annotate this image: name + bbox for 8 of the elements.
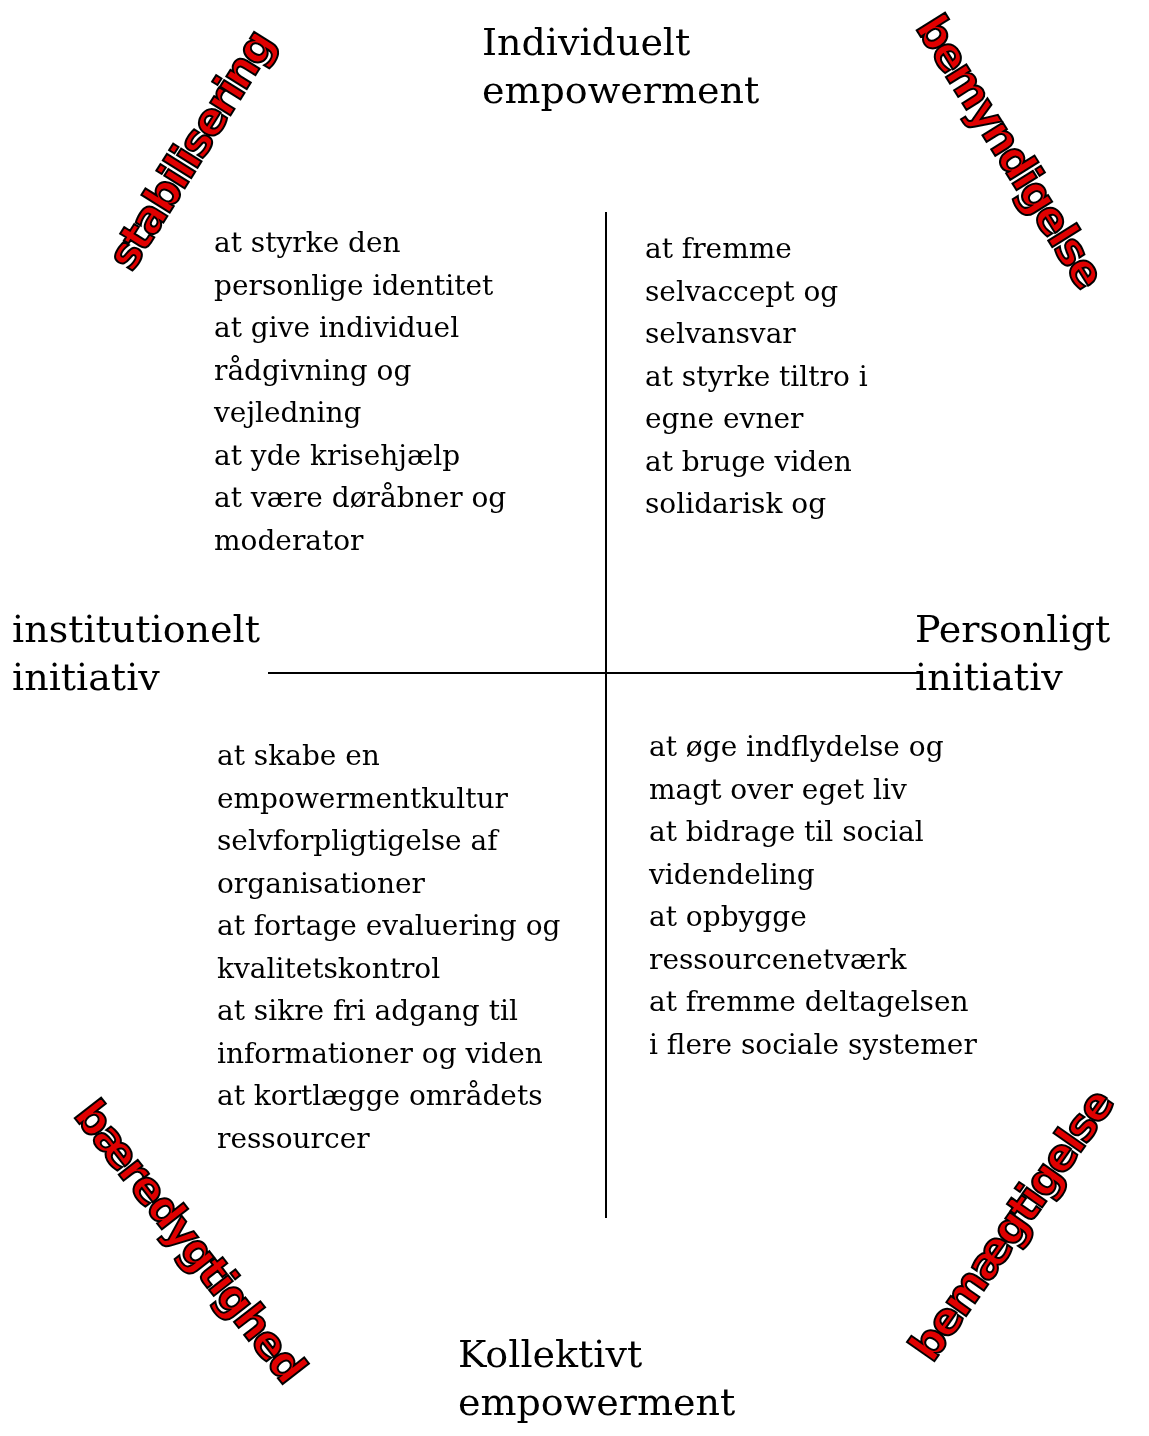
axis-label: Individuelt empowerment bbox=[482, 19, 761, 114]
goal-text: at fremme deltagelsen i flere sociale systemer bbox=[649, 984, 978, 1063]
axis-label: Kollektivt empowerment bbox=[458, 1331, 737, 1426]
goal-text: at yde krisehjælp bbox=[214, 437, 462, 474]
goal-text: at være døråbner og moderator bbox=[214, 480, 508, 559]
axis-label: Personligt initiativ bbox=[915, 606, 1112, 701]
goal-text: at bruge viden solidarisk og bbox=[645, 443, 853, 522]
axis-label: institutionelt initiativ bbox=[12, 606, 261, 701]
